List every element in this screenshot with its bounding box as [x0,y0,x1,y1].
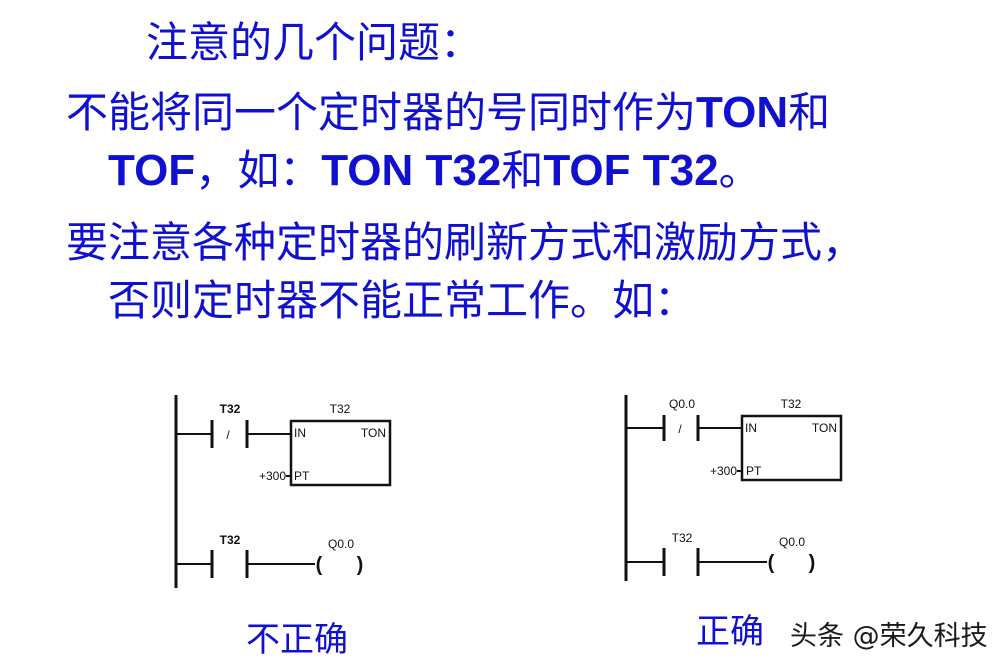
timer-in-pin: IN [745,421,757,435]
point1-line2-mid: ，如： [195,146,322,195]
point2-line2: 否则定时器不能正常工作。如： [108,276,697,325]
nc-contact-slash-icon: / [678,422,682,436]
timer-box-title: T32 [330,402,351,416]
ladder-diagram-wrong: / T32 T32 IN TON PT +300 T32 ( ) Q0.0 [160,385,420,600]
timer-preset-value: +300 [259,469,286,483]
timer-box-title: T32 [781,397,802,411]
ton-timer-box [289,419,392,487]
caption-correct: 正确 [696,612,764,652]
caption-incorrect: 不正确 [246,620,348,660]
point1-line2-end: 。 [718,146,761,195]
ladder-diagram-right: / Q0.0 T32 IN TON PT +300 T32 ( ) Q0.0 [610,385,870,600]
coil-left-paren: ( [316,554,323,576]
point1-ton-t32: TON T32 [321,146,502,195]
point1-line2-and: 和 [501,146,544,195]
rung2-contact-label: T32 [220,533,241,547]
watermark: 头条 @荣久科技 [790,621,988,652]
point1-line2: TOF，如：TON T32和TOF T32。 [108,146,761,196]
point1-line1: 不能将同一个定时器的号同时作为TON和 [66,88,830,138]
ladder-diagram-wrong-svg: / T32 T32 IN TON PT +300 T32 ( ) Q0.0 [174,395,392,588]
rung1-contact-label: T32 [220,402,241,416]
timer-pt-pin: PT [746,464,762,478]
coil-label: Q0.0 [779,535,805,549]
timer-pt-pin: PT [294,469,310,483]
slide-title: 注意的几个问题： [146,18,483,67]
ladder-diagram-right-svg: / Q0.0 T32 IN TON PT +300 T32 ( ) Q0.0 [624,395,843,581]
rung1-contact-label: Q0.0 [669,397,695,411]
timer-type-label: TON [361,426,386,440]
point1-tof-t32: TOF T32 [543,146,719,195]
coil-right-paren: ) [357,554,364,576]
coil-left-paren: ( [768,552,775,574]
timer-preset-value: +300 [710,464,737,478]
rung2-contact-label: T32 [672,531,693,545]
coil-label: Q0.0 [328,537,354,551]
coil-right-paren: ) [809,552,816,574]
point1-tof-keyword: TOF [108,146,196,195]
point2-line1: 要注意各种定时器的刷新方式和激励方式， [66,218,865,267]
timer-in-pin: IN [294,426,306,440]
point1-line1-suffix: 和 [788,88,831,137]
point1-line1-prefix: 不能将同一个定时器的号同时作为 [66,88,697,137]
nc-contact-slash-icon: / [226,428,230,442]
ton-timer-box [740,414,843,482]
point1-ton-keyword: TON [696,88,789,137]
timer-type-label: TON [812,421,837,435]
